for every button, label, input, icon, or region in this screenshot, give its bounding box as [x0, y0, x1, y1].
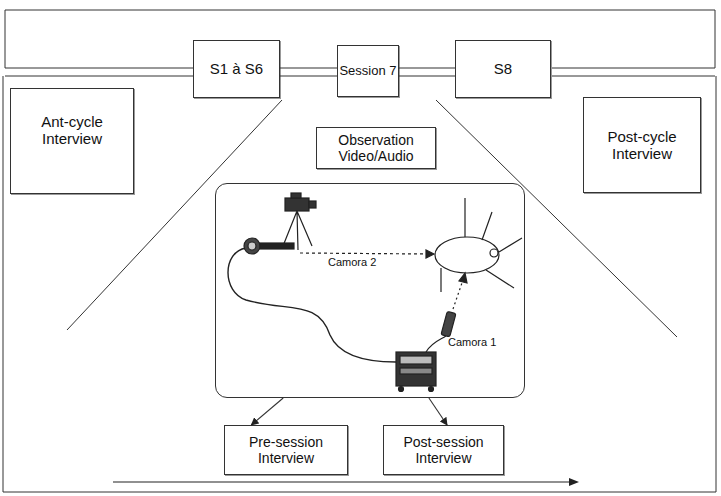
band-connector: [280, 68, 337, 76]
interview-box: Pre-session Interview: [224, 425, 348, 475]
recorder-screen: [400, 356, 432, 364]
participant: [490, 249, 498, 257]
box-label: Post-session Interview: [384, 434, 503, 466]
camera-mount: [260, 243, 294, 249]
tripod-camera: [285, 198, 309, 211]
camera-1-cable: [426, 336, 446, 352]
camera-1: [441, 311, 456, 337]
camera-setup: [228, 193, 522, 392]
small-camera: [244, 238, 260, 254]
recorder-rack: [396, 352, 436, 386]
band-line: [5, 68, 193, 76]
camera-label: Camora 2: [328, 256, 376, 269]
box-label: Post-cycle Interview: [584, 128, 700, 163]
timeline-arrow: [113, 478, 579, 486]
outer-frame: [3, 76, 716, 492]
camera-2-view: [300, 253, 428, 254]
table-ellipse: [435, 237, 499, 273]
recorder-deck: [400, 368, 432, 374]
timeline-head: [569, 478, 579, 486]
box-label: Pre-session Interview: [225, 434, 347, 466]
box-label: Session 7: [339, 64, 396, 79]
timeline-line: [113, 481, 572, 482]
camera-lens: [309, 201, 316, 208]
box-label: S8: [494, 60, 512, 77]
session-box: S8: [455, 40, 551, 98]
small-camera-lens: [248, 242, 256, 250]
cable: [228, 248, 396, 362]
band-connector: [399, 68, 455, 76]
participant-lines: [441, 198, 522, 292]
view-arrowhead: [426, 250, 434, 258]
camera-label: Camora 1: [448, 336, 496, 349]
interview-box: Ant-cycle Interview: [10, 88, 134, 194]
box-label: S1 à S6: [210, 60, 263, 77]
arrow-connector: [429, 398, 447, 425]
session-box: Session 7: [337, 45, 399, 97]
view-arrowhead: [459, 273, 467, 283]
box-label: Observation Video/Audio: [317, 132, 435, 164]
observation-box: Observation Video/Audio: [316, 127, 436, 169]
camera-1-view: [453, 280, 463, 309]
rack-wheel: [429, 387, 434, 392]
interview-box: Post-cycle Interview: [583, 97, 701, 193]
box-label: Ant-cycle Interview: [11, 113, 133, 148]
arrow-connector: [251, 398, 283, 425]
band-line: [551, 68, 715, 76]
camera-handle: [291, 193, 301, 198]
session-box: S1 à S6: [193, 40, 280, 98]
observation-setup-box: Camora 2 Camora 1: [215, 183, 525, 398]
interview-box: Post-session Interview: [383, 425, 504, 475]
rack-wheel: [399, 387, 404, 392]
